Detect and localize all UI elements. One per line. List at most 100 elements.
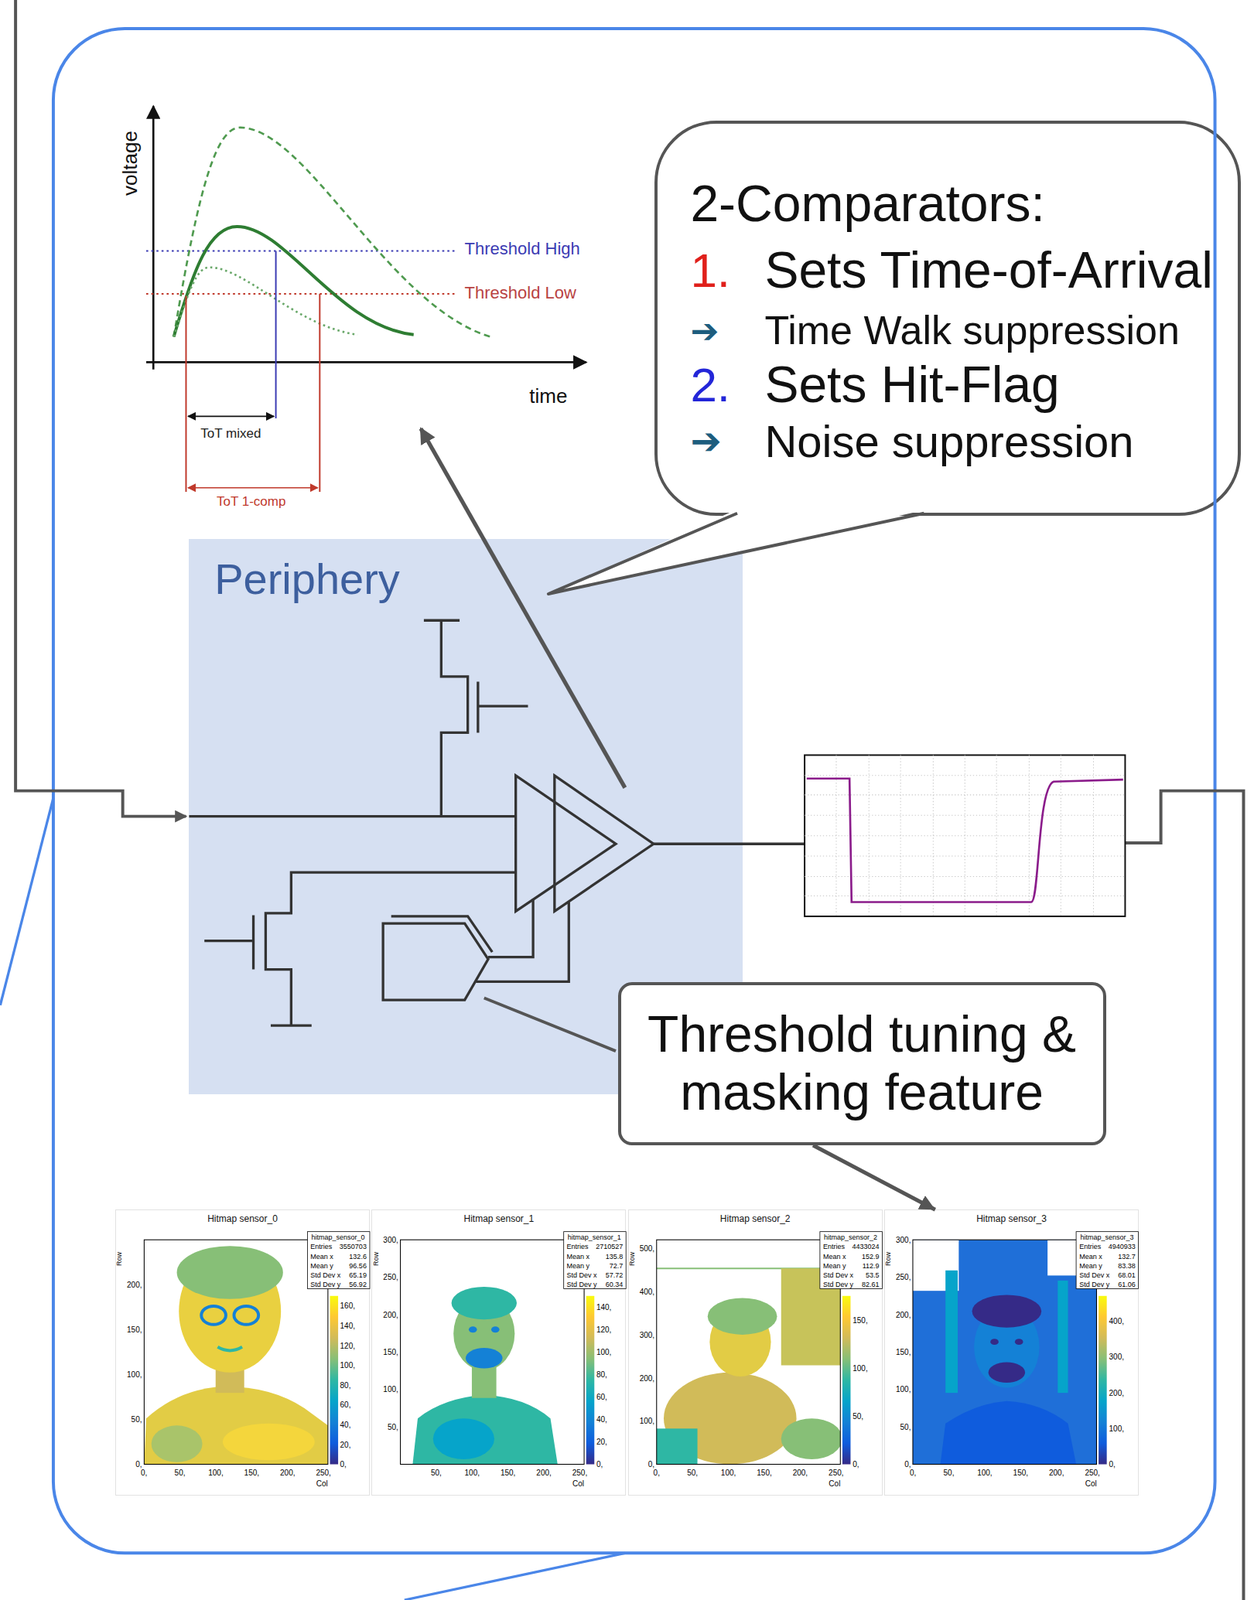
svg-ellipse — [151, 1425, 203, 1463]
colorbar-label-anchor: 40, — [340, 1425, 352, 1434]
axis-title: Row — [628, 1252, 636, 1267]
tick-label: 0, — [140, 1469, 147, 1478]
plot-title: Hitmap sensor_2 — [628, 1212, 882, 1226]
svg-ellipse — [1014, 1339, 1024, 1346]
tick-label: 0, — [135, 1461, 142, 1470]
tot-label: ToT 1-comp — [216, 495, 286, 509]
tick-label-anchor: 200, — [543, 1473, 559, 1482]
tick-label: 100, — [977, 1469, 992, 1478]
tick-label: 150, — [382, 1349, 398, 1357]
svg-rect — [586, 1296, 595, 1466]
zoom-panel — [53, 28, 1216, 1554]
colorbar-label-anchor: 20, — [340, 1445, 352, 1454]
svg-ellipse — [988, 1363, 1026, 1384]
axis-title-anchor: Col — [840, 1484, 852, 1493]
connector-arrow — [813, 1145, 936, 1210]
stats-value-anchor: 4940933 — [1135, 1247, 1163, 1254]
svg-ellipse — [491, 1326, 500, 1333]
stats-value: 57.72 — [605, 1271, 624, 1279]
svg-g — [912, 1240, 1097, 1465]
svg-ellipse — [465, 1348, 503, 1369]
colorbar-label-anchor: 400, — [1109, 1322, 1125, 1330]
tick-label-anchor: 250, — [836, 1473, 851, 1482]
svg-rect — [842, 1296, 851, 1466]
list-item: Sets Hit-Flag — [764, 356, 1213, 414]
threshold-line — [146, 250, 455, 253]
tick-label-anchor: 200, — [799, 1473, 815, 1482]
stats-key: Mean x — [567, 1253, 591, 1261]
hitmap-plot — [656, 1232, 883, 1466]
tick-label-anchor: 150, — [764, 1473, 780, 1482]
svg-ellipse — [781, 1418, 841, 1460]
tick-label: 300, — [895, 1236, 911, 1245]
colorbar-label: 0, — [596, 1461, 603, 1470]
svg-ellipse — [201, 1306, 226, 1326]
colorbar-label: 0, — [1109, 1461, 1116, 1470]
stats-title: hitmap_sensor_3 — [1079, 1233, 1134, 1241]
tick-label: 150, — [500, 1469, 516, 1478]
tick-label: 50, — [387, 1424, 399, 1432]
time-marker — [275, 251, 277, 419]
svg-ellipse — [971, 1295, 1042, 1328]
svg-rect — [945, 1271, 958, 1394]
list-number: 2. — [690, 358, 765, 412]
colorbar-label: 140, — [596, 1304, 612, 1313]
hitmap-plot — [912, 1232, 1139, 1466]
stats-key: Entries — [567, 1243, 589, 1251]
stats-key: Mean y — [567, 1262, 591, 1270]
axis-title-anchor: Row — [632, 1259, 646, 1267]
colorbar-label: 200, — [1109, 1390, 1125, 1398]
scope-screen — [804, 755, 1125, 916]
colorbar-label-anchor: 20, — [596, 1442, 608, 1451]
zoom-line — [0, 798, 54, 1006]
stats-value: 2710527 — [595, 1243, 623, 1251]
colorbar-label-anchor: 60, — [340, 1405, 352, 1414]
tick-label-anchor: 100, — [471, 1473, 487, 1482]
stats-value: 4433024 — [852, 1243, 880, 1251]
axis-label-anchor: voltage — [129, 163, 195, 184]
axis-title: Row — [884, 1252, 892, 1267]
tot-label-anchor: ToT 1-comp — [251, 501, 321, 515]
svg-ellipse — [233, 1306, 259, 1326]
tick-label: 200, — [382, 1312, 398, 1320]
list-subitem: Time Walk suppression — [764, 308, 1213, 353]
svg-rect — [307, 1232, 370, 1290]
stats-key: Std Dev x — [567, 1271, 598, 1279]
colorbar-label-anchor: 0, — [340, 1465, 347, 1473]
arrow-bullet: ➔ — [690, 312, 765, 350]
plot-title: Hitmap sensor_0 — [116, 1212, 370, 1226]
tick-label: 200, — [1048, 1469, 1064, 1478]
colorbar-label: 0, — [852, 1461, 859, 1470]
tick-label: 200, — [280, 1469, 295, 1478]
colorbar-label-anchor: 140, — [340, 1326, 356, 1335]
svg-path — [412, 1395, 557, 1466]
stats-key: Std Dev x — [1079, 1271, 1110, 1279]
tick-label: 250, — [1084, 1469, 1100, 1478]
pulse-curve — [174, 267, 359, 338]
svg-path — [217, 1347, 243, 1352]
callout-text: Threshold tuning & masking feature — [637, 1005, 1087, 1124]
stats-key: Mean y — [310, 1262, 334, 1270]
tick-label: 500, — [639, 1245, 655, 1254]
svg-rect — [656, 1240, 841, 1465]
svg-rect — [143, 1240, 329, 1465]
colorbar-label: 400, — [1109, 1318, 1125, 1326]
tick-label: 50, — [131, 1416, 143, 1425]
svg-ellipse — [707, 1298, 778, 1336]
colorbar-label-anchor: 0, — [596, 1465, 603, 1473]
tick-label-anchor: 100, — [984, 1473, 1000, 1482]
stats-value: 53.5 — [865, 1271, 880, 1279]
stats-value-anchor: 3550703 — [366, 1247, 394, 1254]
stats-key: Std Dev x — [823, 1271, 854, 1279]
svg-rect — [330, 1296, 339, 1466]
colorbar-label-anchor: 100, — [596, 1353, 612, 1361]
tick-label-anchor: 200, — [1056, 1473, 1072, 1482]
scope-grid — [804, 755, 1125, 916]
tick-label-anchor: 250, — [579, 1473, 595, 1482]
svg-path — [940, 1401, 1077, 1466]
axis-label: voltage — [119, 130, 141, 196]
stats-title: hitmap_sensor_0 — [310, 1233, 365, 1241]
stats-value: 83.38 — [1117, 1262, 1136, 1270]
colorbar-label-anchor: 100, — [340, 1366, 356, 1374]
tick-label: 50, — [943, 1469, 955, 1478]
